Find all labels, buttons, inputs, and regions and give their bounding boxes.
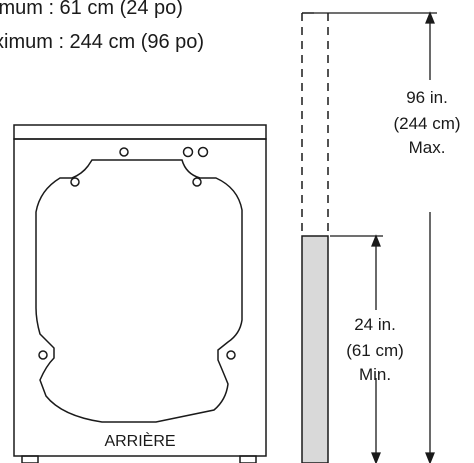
panel-screw-icon [38, 350, 48, 360]
appliance-foot-left [21, 455, 39, 463]
min-dimension-inches: 24 in. [354, 315, 396, 334]
header-min-text: imum : 61 cm (24 po) [0, 0, 183, 19]
appliance-foot-right [239, 455, 257, 463]
max-dimension-label: Max. [409, 138, 446, 157]
dimension-lines [314, 11, 437, 463]
water-inlet-hot-icon [182, 146, 194, 158]
min-dimension-cm: (61 cm) [346, 341, 404, 360]
max-dimension-cm: (244 cm) [393, 114, 460, 133]
panel-screw-icon [192, 177, 202, 187]
appliance-body [13, 138, 267, 457]
appliance-top-panel [13, 124, 267, 140]
appliance-back-label: ARRIÈRE [104, 431, 175, 450]
min-arrow-down-icon [371, 452, 381, 463]
header-max-text: ximum : 244 cm (96 po) [0, 31, 204, 53]
panel-screw-icon [70, 177, 80, 187]
max-dimension-inches: 96 in. [406, 88, 448, 107]
max-arrow-down-icon [425, 452, 435, 463]
appliance-rear-view [13, 124, 267, 463]
max-arrow-up-icon [425, 11, 435, 24]
min-arrow-up-icon [371, 234, 381, 247]
rear-panel-outline [35, 159, 243, 423]
height-column [301, 12, 329, 463]
panel-screw-icon [226, 350, 236, 360]
water-inlet-cold-icon [197, 146, 209, 158]
pedestal-min-height [301, 235, 329, 463]
screw-icon [119, 147, 129, 157]
min-dimension-label: Min. [359, 365, 391, 384]
